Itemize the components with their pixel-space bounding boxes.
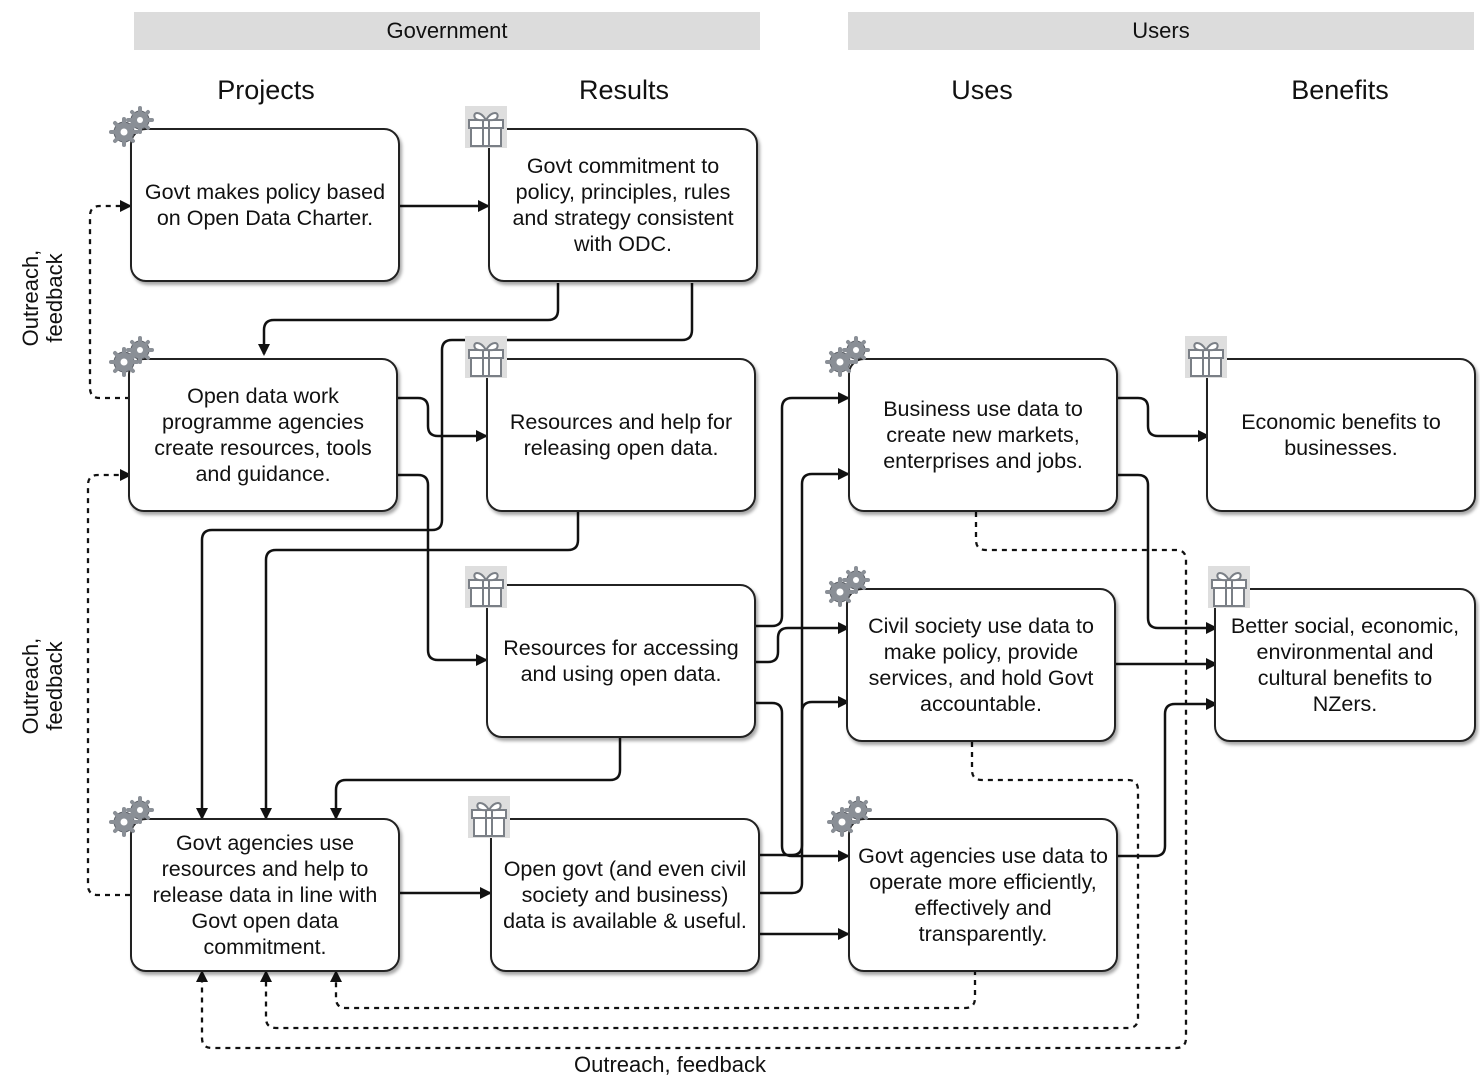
node-resources-releasing: Resources and help for releasing open da… [486,358,756,512]
feedback-label-side-bottom: Outreach, feedback [18,637,67,735]
node-resources-accessing: Resources for accessing and using open d… [486,584,756,738]
column-header-projects: Projects [217,74,315,105]
feedback-u1-p3 [196,512,1188,1050]
gears-icon [109,796,154,837]
node-govt-agencies-release: Govt agencies use resources and help to … [130,818,400,972]
feedback-p2-p1 [88,200,132,400]
arrow-r3-u1 [755,392,850,628]
column-header-uses: Uses [951,74,1013,105]
feedback-label-side-top: Outreach, feedback [18,249,67,347]
gears-icon [109,336,154,377]
arrow-r3-u2 [755,622,850,664]
node-govt-makes-policy: Govt makes policy based on Open Data Cha… [130,128,400,282]
gears-icon [825,566,870,607]
column-header-benefits: Benefits [1291,74,1389,105]
gift-icon [1208,566,1250,608]
node-business-use: Business use data to create new markets,… [848,358,1118,512]
arrow-u1-b1 [1117,396,1210,442]
gift-icon [465,566,507,608]
arrow-u1-b2 [1117,473,1218,634]
node-civil-society-use: Civil society use data to make policy, p… [846,588,1116,742]
feedback-u3-p3 [330,970,977,1010]
gears-icon [109,106,154,147]
arrow-r4-u2 [760,696,850,895]
arrow-r4-u1 [760,468,850,857]
arrow-r1-p2 [258,283,560,356]
arrow-r3-p3 [330,738,622,820]
node-govt-commitment: Govt commitment to policy, principles, r… [488,128,758,282]
gift-icon [1185,336,1227,378]
feedback-u2-p3 [260,742,1140,1030]
node-economic-benefits: Economic benefits to businesses. [1206,358,1476,512]
node-better-benefits: Better social, economic, environmental a… [1214,588,1476,742]
government-band: Government [134,12,760,50]
arrow-p2-r3 [398,473,488,666]
gift-icon [468,796,510,838]
arrow-p2-r2 [398,396,488,442]
feedback-p3-p2 [86,469,132,897]
users-band: Users [848,12,1474,50]
gift-icon [465,336,507,378]
gears-icon [827,796,872,837]
node-open-data-work-programme: Open data work programme agencies create… [128,358,398,512]
arrow-u3-b2 [1117,698,1218,858]
feedback-label-bottom: Outreach, feedback [573,1052,766,1077]
arrow-r2-p3 [260,512,580,820]
column-header-results: Results [578,74,670,105]
gift-icon [465,106,507,148]
gears-icon [825,336,870,377]
node-open-govt-data: Open govt (and even civil society and bu… [490,818,760,972]
node-govt-agencies-use: Govt agencies use data to operate more e… [848,818,1118,972]
